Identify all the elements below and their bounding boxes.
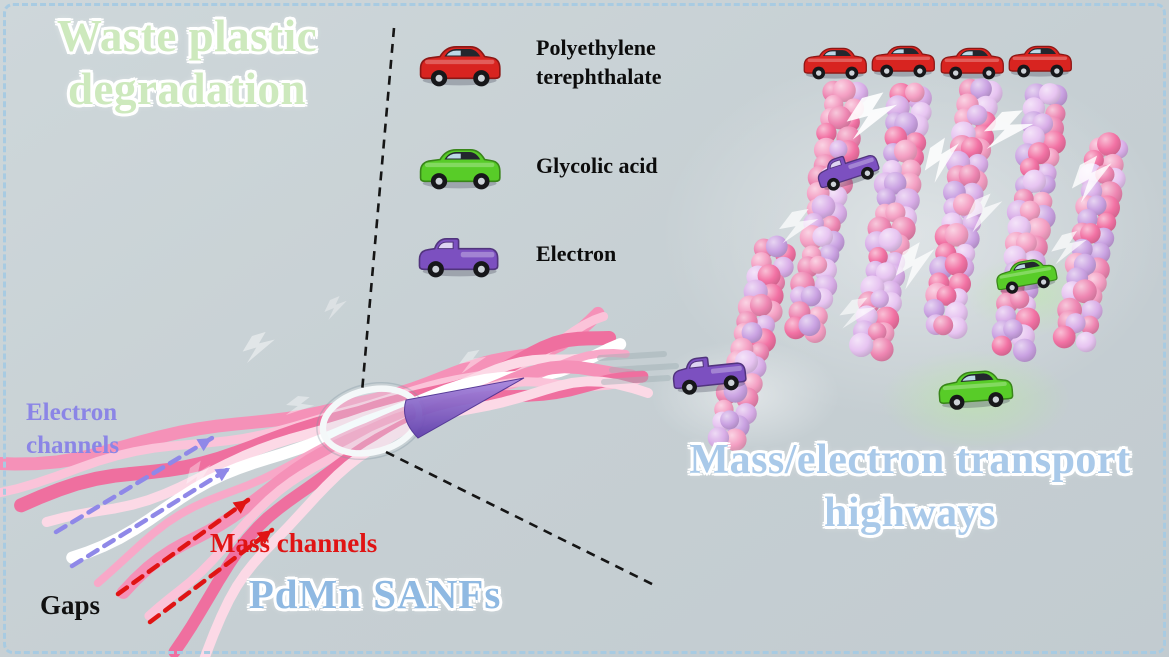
legend-item-pet: Polyethylene terephthalate [414,34,741,91]
pdmn-sanfs-label: PdMn SANFs [248,571,502,617]
mass-channels-label: Mass channels [210,528,378,558]
legend: Polyethylene terephthalate Glycolic acid… [414,30,759,310]
legend-label-glycolic-acid: Glycolic acid [536,152,658,178]
legend-item-electron: Electron [414,230,741,278]
title-line-1: Waste plastic [56,11,318,61]
purple-truck-icon [418,238,499,278]
caption-line-1: Mass/electron transport [689,437,1131,483]
green-car-icon [419,148,501,190]
waste-plastic-title: Waste plastic degradation [18,10,356,116]
legend-label-pet: Polyethylene terephthalate [536,35,662,89]
gaps-label: Gaps [40,590,101,620]
title-line-2: degradation [67,64,306,115]
legend-item-glycolic-acid: Glycolic acid [414,142,741,190]
legend-label-electron: Electron [536,240,617,266]
caption-line-2: highways [823,489,997,536]
highways-caption: Mass/electron transport highways [650,434,1169,539]
electron-channels-label: Electron channels [26,399,120,459]
red-car-icon [419,45,501,86]
